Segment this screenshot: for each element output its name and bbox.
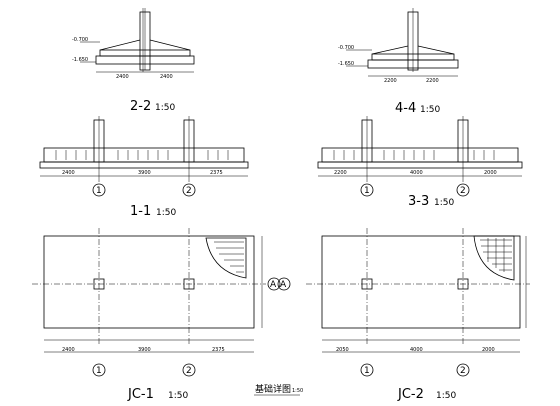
axis-a: A bbox=[270, 280, 277, 290]
hatch-pattern bbox=[333, 150, 495, 160]
dim-right: 2000 bbox=[484, 170, 497, 176]
section-title-1-1: 1-1 bbox=[130, 204, 151, 219]
section-title-2-2: 2-2 bbox=[130, 99, 151, 114]
section-title-4-4: 4-4 bbox=[395, 101, 416, 116]
section-title-3-3: 3-3 bbox=[408, 194, 429, 209]
section-scale-3-3: 1:50 bbox=[434, 198, 454, 208]
dim-middle: 3900 bbox=[138, 170, 151, 176]
dim-left: 2400 bbox=[62, 347, 75, 353]
caption-text: 基础详图 bbox=[255, 383, 291, 395]
section-scale-4-4: 1:50 bbox=[420, 105, 440, 115]
axis-1: 1 bbox=[96, 366, 102, 376]
plan-jc-2: A 2050 4000 2000 1 2 JC-2 1:50 bbox=[277, 228, 530, 402]
dim-right: 2375 bbox=[210, 170, 223, 176]
section-4-4: -0.700 -1.650 2200 2200 4-4 1:50 bbox=[338, 8, 459, 116]
rebar-detail bbox=[480, 238, 512, 272]
plan-jc-1: A 2400 3900 2375 1 2 JC-1 1:50 bbox=[32, 228, 281, 402]
axis-2: 2 bbox=[460, 186, 466, 196]
dim-right: 2375 bbox=[212, 347, 225, 353]
dim-right: 2000 bbox=[482, 347, 495, 353]
axis-1: 1 bbox=[364, 366, 370, 376]
dim-elevation-bottom: -1.650 bbox=[72, 57, 88, 63]
section-3-3: 2200 4000 2000 1 2 3-3 1:50 bbox=[317, 116, 523, 209]
section-scale-2-2: 1:50 bbox=[155, 103, 175, 113]
dim-elevation-bottom: -1.650 bbox=[338, 61, 354, 67]
dim-width-right: 2400 bbox=[160, 74, 173, 80]
plan-title-jc-1: JC-1 bbox=[127, 387, 154, 402]
dim-width-left: 2400 bbox=[116, 74, 129, 80]
section-1-1: 2400 3900 2375 1 2 1-1 1:50 bbox=[39, 116, 249, 219]
dim-left: 2400 bbox=[62, 170, 75, 176]
axis-2: 2 bbox=[186, 366, 192, 376]
plan-title-jc-2: JC-2 bbox=[397, 387, 424, 402]
caption-scale: 1:50 bbox=[292, 388, 303, 394]
dim-elevation-top: -0.700 bbox=[338, 45, 354, 51]
dim-middle: 3900 bbox=[138, 347, 151, 353]
center-caption: 基础详图 1:50 bbox=[254, 383, 303, 396]
rebar-detail bbox=[214, 241, 244, 273]
dim-left: 2200 bbox=[334, 170, 347, 176]
axis-1: 1 bbox=[364, 186, 370, 196]
axis-1: 1 bbox=[96, 186, 102, 196]
dim-middle: 4000 bbox=[410, 347, 423, 353]
plan-scale-jc-2: 1:50 bbox=[436, 391, 456, 401]
dim-left: 2050 bbox=[336, 347, 349, 353]
axis-a: A bbox=[280, 280, 287, 290]
axis-a-bubble bbox=[277, 277, 291, 291]
dim-elevation-top: -0.700 bbox=[72, 37, 88, 43]
section-2-2: -0.700 -1.650 2400 2400 2-2 1:50 bbox=[72, 8, 195, 114]
dim-width-right: 2200 bbox=[426, 78, 439, 84]
hatch-pattern bbox=[55, 150, 229, 160]
dim-middle: 4000 bbox=[410, 170, 423, 176]
axis-2: 2 bbox=[186, 186, 192, 196]
dim-width-left: 2200 bbox=[384, 78, 397, 84]
section-scale-1-1: 1:50 bbox=[156, 208, 176, 218]
plan-scale-jc-1: 1:50 bbox=[168, 391, 188, 401]
axis-2: 2 bbox=[460, 366, 466, 376]
